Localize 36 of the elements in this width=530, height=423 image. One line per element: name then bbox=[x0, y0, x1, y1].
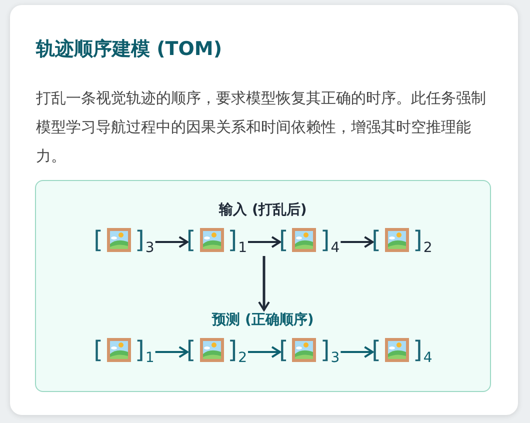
bracket: [ bbox=[186, 335, 196, 365]
bracket: ] bbox=[413, 335, 422, 365]
arrow bbox=[155, 346, 188, 358]
bracket: ] bbox=[135, 225, 144, 255]
subscript-number: 3 bbox=[145, 241, 154, 255]
bracket: ] bbox=[320, 225, 330, 255]
bracket: [ bbox=[279, 335, 288, 365]
subscript-number: 4 bbox=[330, 241, 340, 255]
subscript-number: 2 bbox=[423, 241, 432, 255]
bracket: [ bbox=[372, 225, 382, 255]
arrow bbox=[248, 346, 281, 358]
arrow bbox=[340, 236, 374, 248]
bracket: [ bbox=[279, 225, 288, 255]
subscript-number: 1 bbox=[238, 241, 247, 255]
arrow bbox=[248, 236, 281, 248]
subscript-number: 4 bbox=[423, 351, 432, 365]
arrow bbox=[258, 256, 270, 311]
bracket: ] bbox=[228, 225, 238, 255]
heading-text: 输入 (打乱后) bbox=[219, 201, 307, 220]
subscript-number: 1 bbox=[145, 351, 154, 365]
bracket: ] bbox=[228, 335, 238, 365]
description-text: 打乱一条视觉轨迹的顺序，要求模型恢复其正确的时序。此任务强制模型学习导航过程中的因果关系和时间依赖性，增强其时空推理能力。 bbox=[36, 88, 487, 167]
panel-box bbox=[35, 180, 491, 392]
bracket: [ bbox=[94, 225, 104, 255]
subscript-number: 2 bbox=[238, 351, 247, 365]
card-title: 轨迹顺序建模 (TOM) bbox=[36, 37, 222, 62]
bracket: [ bbox=[372, 335, 382, 365]
heading-text: 预测 (正确顺序) bbox=[212, 310, 314, 330]
bracket: ] bbox=[413, 225, 422, 255]
arrow bbox=[340, 346, 374, 358]
arrow bbox=[155, 236, 188, 248]
bracket: [ bbox=[94, 335, 104, 365]
subscript-number: 3 bbox=[330, 351, 340, 365]
bracket: [ bbox=[186, 225, 196, 255]
bracket: ] bbox=[135, 335, 144, 365]
bracket: ] bbox=[320, 335, 330, 365]
